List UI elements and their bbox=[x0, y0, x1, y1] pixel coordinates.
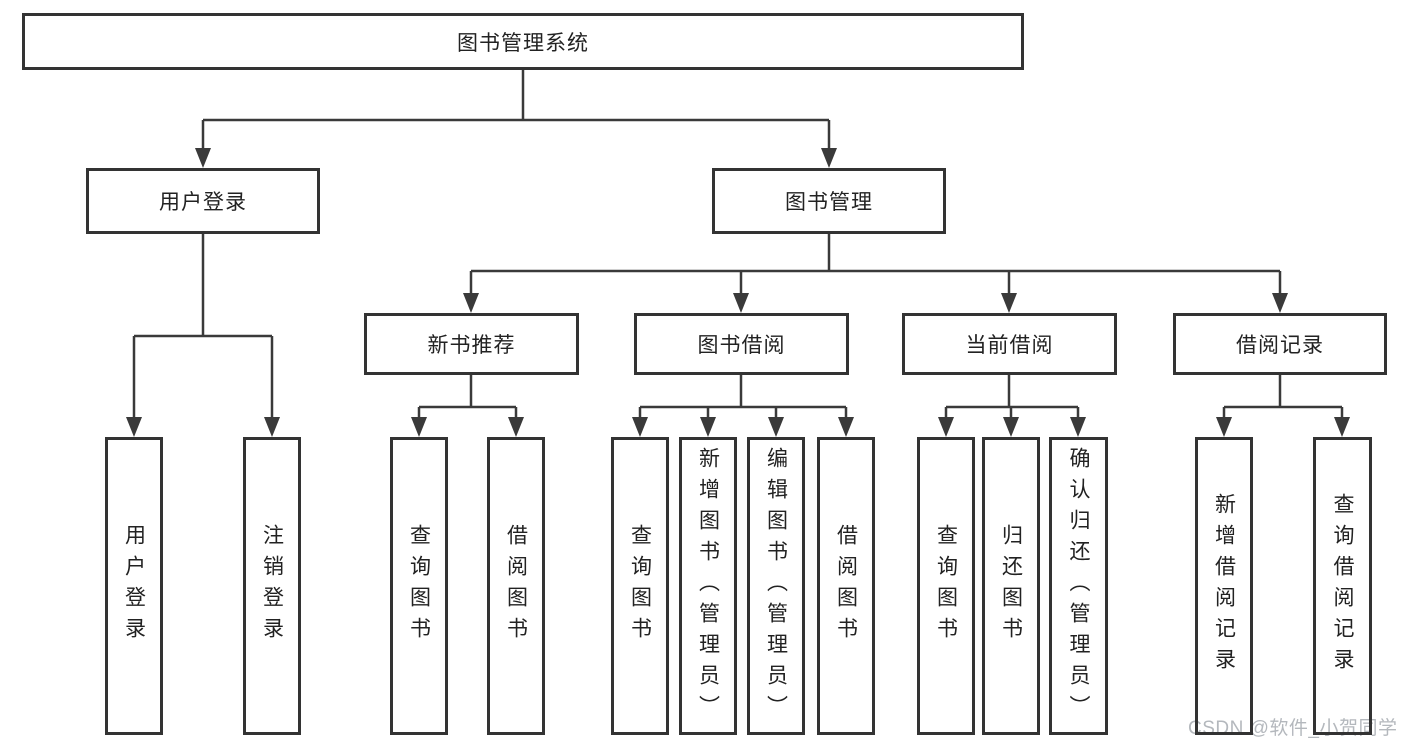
node-library-management-system: 图书管理系统 bbox=[22, 13, 1024, 70]
leaf-query-books: 查询图书 bbox=[611, 437, 669, 735]
leaf-user-login: 用户登录 bbox=[105, 437, 163, 735]
leaf-return-books: 归还图书 bbox=[982, 437, 1040, 735]
leaf-label: 确认归还（管理员） bbox=[1067, 446, 1091, 726]
leaf-label: 查询图书 bbox=[934, 524, 958, 648]
node-label: 图书借阅 bbox=[697, 334, 786, 357]
leaf-logout: 注销登录 bbox=[243, 437, 301, 735]
leaf-borrow-books: 借阅图书 bbox=[817, 437, 875, 735]
leaf-label: 归还图书 bbox=[999, 524, 1023, 648]
node-new-book-recommend: 新书推荐 bbox=[364, 313, 579, 375]
leaf-query-books: 查询图书 bbox=[917, 437, 975, 735]
leaf-label: 注销登录 bbox=[260, 524, 284, 648]
leaf-label: 借阅图书 bbox=[504, 524, 528, 648]
leaf-label: 新增图书（管理员） bbox=[696, 446, 720, 726]
csdn-watermark: CSDN @软件_小贺同学 bbox=[1188, 718, 1398, 739]
node-book-management: 图书管理 bbox=[712, 168, 946, 234]
node-current-borrow: 当前借阅 bbox=[902, 313, 1117, 375]
leaf-add-books-admin: 新增图书（管理员） bbox=[679, 437, 737, 735]
leaf-label: 查询借阅记录 bbox=[1331, 493, 1355, 679]
leaf-query-borrow-record: 查询借阅记录 bbox=[1313, 437, 1372, 735]
leaf-add-borrow-record: 新增借阅记录 bbox=[1195, 437, 1253, 735]
node-label: 图书管理系统 bbox=[457, 31, 589, 55]
node-label: 图书管理 bbox=[785, 191, 873, 214]
leaf-label: 查询图书 bbox=[628, 524, 652, 648]
leaf-borrow-books: 借阅图书 bbox=[487, 437, 545, 735]
leaf-edit-books-admin: 编辑图书（管理员） bbox=[747, 437, 805, 735]
node-borrow-record: 借阅记录 bbox=[1173, 313, 1387, 375]
leaf-label: 借阅图书 bbox=[834, 524, 858, 648]
node-label: 用户登录 bbox=[159, 191, 247, 214]
leaf-label: 编辑图书（管理员） bbox=[764, 446, 788, 726]
leaf-confirm-return-admin: 确认归还（管理员） bbox=[1049, 437, 1108, 735]
node-label: 借阅记录 bbox=[1236, 334, 1324, 357]
node-user-login: 用户登录 bbox=[86, 168, 320, 234]
leaf-query-books: 查询图书 bbox=[390, 437, 448, 735]
node-book-borrow: 图书借阅 bbox=[634, 313, 849, 375]
leaf-label: 用户登录 bbox=[122, 524, 146, 648]
leaf-label: 查询图书 bbox=[407, 524, 431, 648]
node-label: 当前借阅 bbox=[965, 334, 1054, 357]
leaf-label: 新增借阅记录 bbox=[1212, 493, 1236, 679]
node-label: 新书推荐 bbox=[427, 334, 516, 357]
